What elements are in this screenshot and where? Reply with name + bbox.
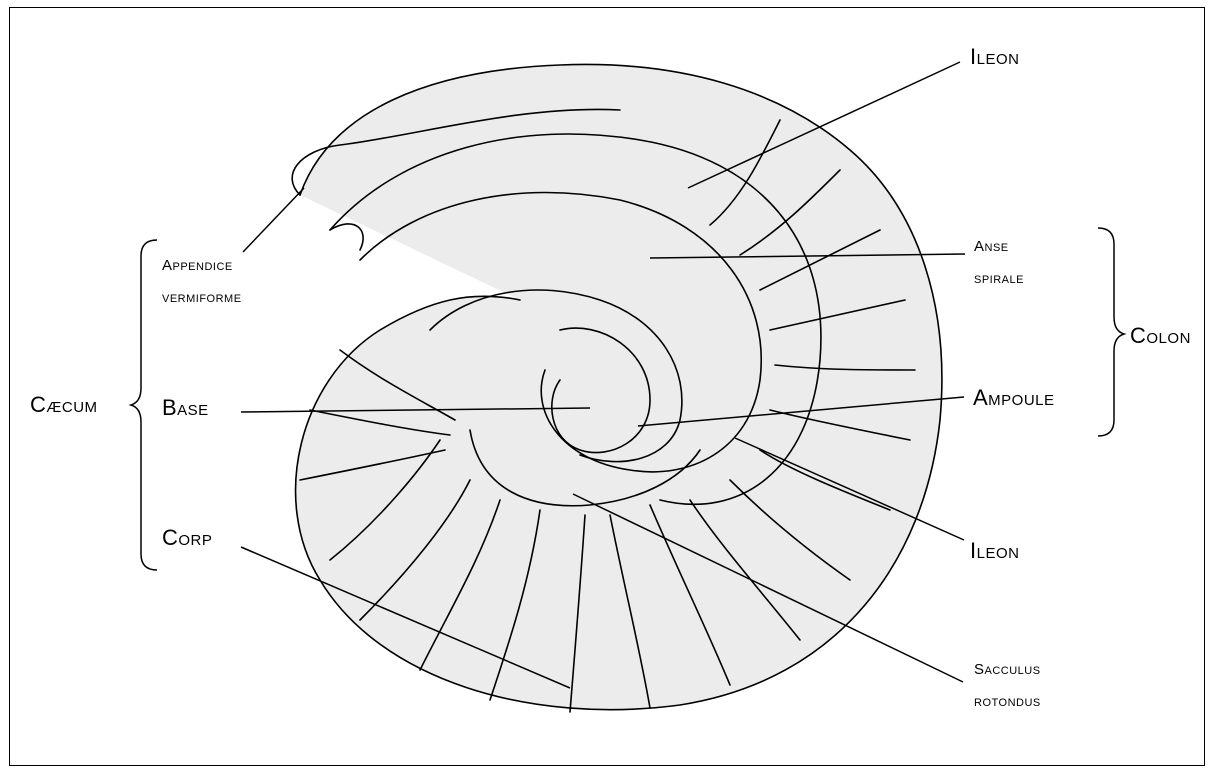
label-ileon-bottom: Ileon xyxy=(970,538,1019,564)
label-base: Base xyxy=(162,395,209,421)
label-anse-line1: Anse xyxy=(974,234,1009,260)
label-appendice-line2: vermiforme xyxy=(162,285,242,311)
label-sacculus-line2: rotondus xyxy=(974,689,1041,715)
label-sacculus-line1: Sacculus xyxy=(974,657,1041,683)
colon-brace xyxy=(1098,228,1124,436)
label-corp: Corp xyxy=(162,525,212,551)
label-caecum: Cæcum xyxy=(30,392,98,418)
label-colon: Colon xyxy=(1130,323,1191,349)
label-appendice-line1: Appendice xyxy=(162,253,233,279)
spiral-body-outline xyxy=(296,64,942,709)
caecum-brace xyxy=(131,240,157,570)
label-ileon-top: Ileon xyxy=(970,44,1019,70)
label-anse-line2: spirale xyxy=(974,266,1024,292)
label-ampoule: Ampoule xyxy=(973,385,1055,411)
